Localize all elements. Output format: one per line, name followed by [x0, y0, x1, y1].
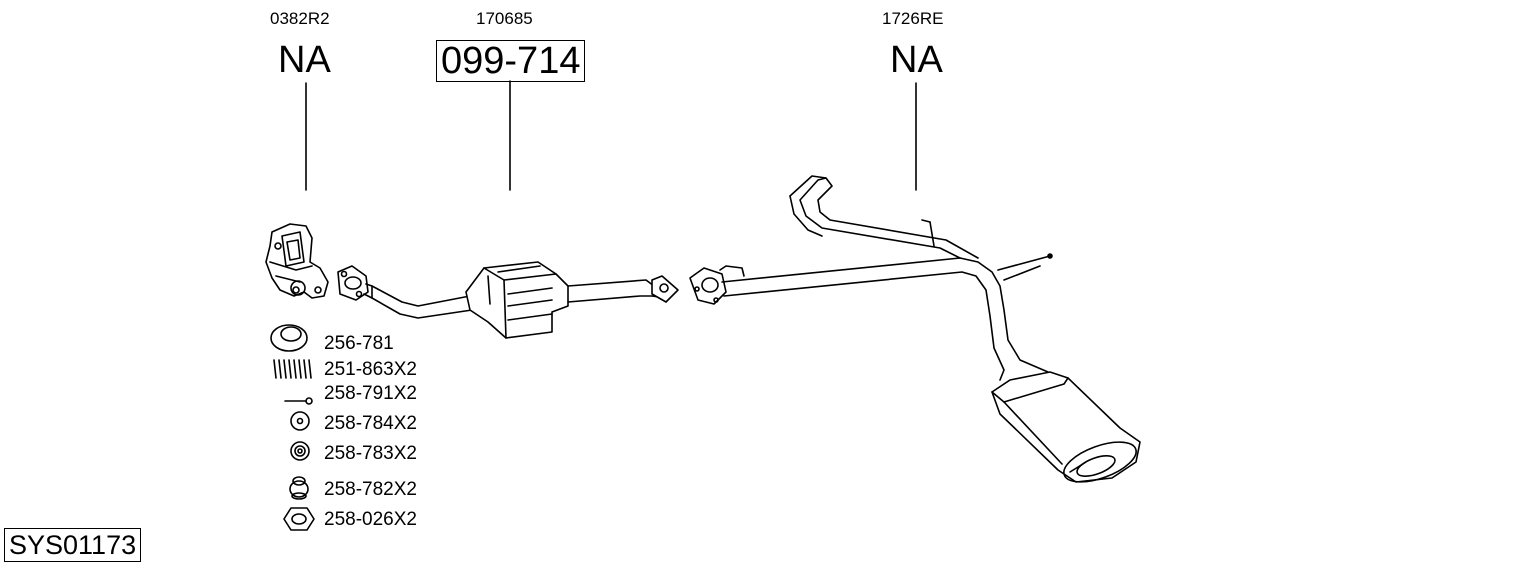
accessory-code[interactable]: 258-782X2 [324, 479, 417, 500]
exhaust-manifold-icon [265, 223, 329, 299]
ref-label-catalyst: 170685 [476, 9, 533, 28]
part-number-rear-silencer: NA [890, 39, 943, 81]
rear-silencer-icon [991, 371, 1141, 483]
rear-flange-icon [689, 265, 745, 305]
ref-label-manifold: 0382R2 [270, 9, 330, 28]
rear-pipe-icon [721, 175, 1053, 381]
intermediate-pipe-icon [567, 275, 679, 303]
accessory-code[interactable]: 258-784X2 [324, 413, 417, 434]
front-pipe-icon [337, 265, 473, 319]
bolt-icon [284, 397, 313, 405]
nut-icon [290, 441, 310, 461]
accessory-code[interactable]: 251-863X2 [324, 359, 417, 380]
gasket-ring-icon [270, 324, 308, 352]
accessory-code[interactable]: 258-791X2 [324, 383, 417, 404]
system-code-badge: SYS01173 [4, 528, 142, 562]
rubber-mount-icon [289, 476, 309, 500]
spring-icon [273, 359, 312, 379]
ref-label-rear-silencer: 1726RE [882, 9, 944, 28]
accessory-code[interactable]: 258-026X2 [324, 509, 417, 530]
hex-nut-icon [283, 507, 315, 531]
accessory-code[interactable]: 256-781 [324, 333, 394, 354]
catalytic-converter-icon [465, 261, 569, 339]
part-number-manifold: NA [278, 39, 331, 81]
washer-icon [290, 411, 310, 431]
part-number-catalyst[interactable]: 099-714 [436, 40, 586, 82]
accessory-code[interactable]: 258-783X2 [324, 443, 417, 464]
